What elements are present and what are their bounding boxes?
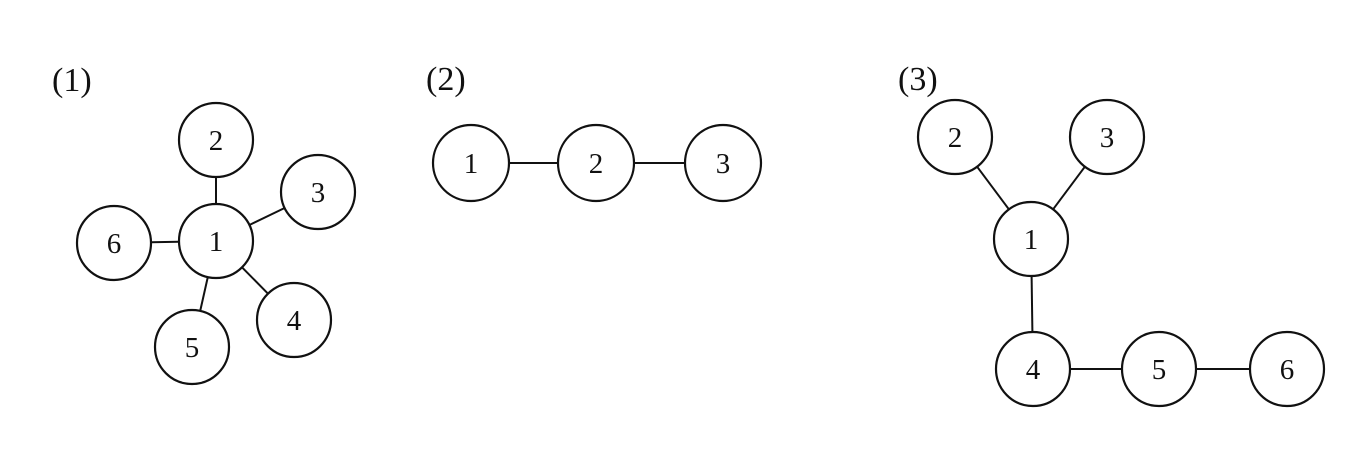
node-circle [177, 202, 255, 280]
graph-3: (3) 1 2 3 4 5 6 [898, 61, 1326, 408]
node-label: 3 [716, 148, 731, 180]
edge-1-6 [150, 240, 180, 244]
graph-1: (1) 1 2 3 4 5 6 [52, 62, 357, 386]
node-1: 1 [431, 123, 511, 203]
node-label: 6 [107, 228, 122, 260]
edge-1-4 [241, 266, 269, 295]
node-circle [916, 98, 994, 176]
node-label: 4 [1026, 354, 1041, 386]
node-5: 5 [153, 308, 231, 386]
node-3: 3 [279, 153, 357, 231]
node-6: 6 [75, 204, 153, 282]
node-label: 1 [1024, 224, 1039, 256]
node-3: 3 [1068, 98, 1146, 176]
node-label: 3 [1100, 122, 1115, 154]
graph-2: (2) 1 2 3 [426, 61, 763, 203]
graph-label: (3) [898, 61, 938, 98]
node-circle [75, 204, 153, 282]
node-circle [994, 330, 1072, 408]
node-label: 5 [185, 332, 200, 364]
node-label: 2 [209, 125, 224, 157]
node-circle [1248, 330, 1326, 408]
node-2: 2 [916, 98, 994, 176]
node-circle [992, 200, 1070, 278]
node-label: 2 [948, 122, 963, 154]
node-5: 5 [1120, 330, 1198, 408]
node-circle [153, 308, 231, 386]
graph-label: (2) [426, 61, 466, 98]
node-label: 1 [209, 226, 224, 258]
edge-1-4 [1030, 275, 1034, 333]
edge-1-3 [1052, 166, 1086, 210]
edge-1-3 [248, 207, 286, 226]
node-circle [279, 153, 357, 231]
node-circle [556, 123, 636, 203]
node-1: 1 [177, 202, 255, 280]
node-circle [1068, 98, 1146, 176]
node-circle [255, 281, 333, 359]
node-4: 4 [255, 281, 333, 359]
node-label: 3 [311, 177, 326, 209]
node-circle [1120, 330, 1198, 408]
node-2: 2 [177, 101, 255, 179]
node-1: 1 [992, 200, 1070, 278]
node-label: 1 [464, 148, 479, 180]
node-label: 4 [287, 305, 302, 337]
node-4: 4 [994, 330, 1072, 408]
edge-1-2 [976, 166, 1010, 210]
graph-label: (1) [52, 62, 92, 99]
node-label: 2 [589, 148, 604, 180]
node-label: 6 [1280, 354, 1295, 386]
node-circle [177, 101, 255, 179]
node-circle [431, 123, 511, 203]
edge-1-5 [199, 276, 209, 312]
node-6: 6 [1248, 330, 1326, 408]
node-2: 2 [556, 123, 636, 203]
node-3: 3 [683, 123, 763, 203]
node-label: 5 [1152, 354, 1167, 386]
node-circle [683, 123, 763, 203]
